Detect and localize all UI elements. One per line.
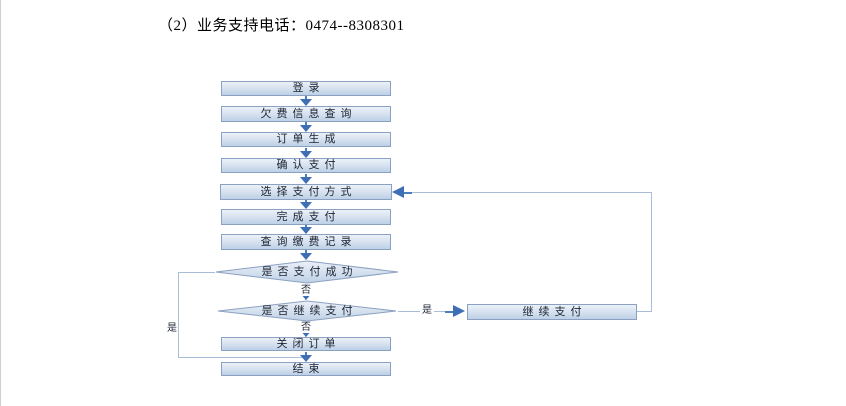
flow-node-confirm-payment: 确认支付	[221, 158, 391, 173]
diamond-shape	[215, 260, 399, 284]
flow-arrow-arrears-to-order	[300, 122, 312, 132]
connector-yes-left-vertical	[178, 272, 179, 358]
edge-label-no-1: 否	[299, 285, 313, 296]
flow-node-continue-payment: 继续支付	[467, 304, 637, 320]
flow-node-order-generation-label: 订单生成	[276, 133, 341, 145]
flow-node-arrears-info-query: 欠费信息查询	[221, 106, 391, 122]
flow-node-close-order: 关闭订单	[221, 337, 391, 351]
edge-label-yes-right: 是	[420, 305, 434, 316]
flow-node-continue-payment-label: 继续支付	[522, 305, 587, 318]
flow-node-continue-payment-decision: 是否继续支付	[216, 300, 398, 322]
flow-arrow-order-to-confirm	[300, 148, 312, 158]
flow-arrow-confirm-to-choose	[300, 174, 312, 184]
flow-node-login: 登录	[221, 81, 391, 96]
flow-arrow-close-to-end	[300, 352, 312, 362]
flow-node-query-payment-records-label: 查询缴费记录	[260, 235, 357, 248]
support-phone-text: （2）业务支持电话：0474--8308301	[158, 18, 405, 34]
flow-node-login-label: 登录	[292, 82, 325, 94]
edge-label-yes-left: 是	[167, 323, 177, 334]
flow-arrow-into-close-order	[300, 330, 312, 337]
connector-yes-left-top	[178, 272, 215, 273]
flow-node-arrears-info-query-label: 欠费信息查询	[260, 107, 357, 120]
flow-arrow-records-to-decision1	[300, 250, 312, 260]
flow-arrow-yes-to-continue-payment	[445, 305, 465, 318]
page-edge-line	[0, 0, 1, 406]
connector-loop-vertical	[651, 192, 652, 312]
flow-node-complete-payment: 完成支付	[221, 209, 391, 225]
edge-label-no-2: 否	[299, 322, 313, 333]
diamond-shape	[217, 300, 397, 322]
flow-node-end-label: 结束	[292, 362, 325, 375]
connector-yes-left-bottom	[178, 357, 304, 358]
flow-node-confirm-payment-label: 确认支付	[276, 159, 341, 171]
flow-node-complete-payment-label: 完成支付	[276, 210, 341, 223]
connector-loop-top	[412, 192, 652, 193]
flow-arrow-complete-to-records	[300, 224, 312, 234]
flow-arrow-into-decision2	[300, 293, 312, 300]
flow-node-query-payment-records: 查询缴费记录	[221, 234, 391, 250]
flow-node-order-generation: 订单生成	[221, 132, 391, 147]
connector-loop-bottom	[637, 311, 652, 312]
flow-node-close-order-label: 关闭订单	[276, 337, 341, 350]
flow-node-choose-payment-method: 选择支付方式	[220, 184, 392, 200]
flow-arrow-choose-to-complete	[300, 199, 312, 209]
flow-node-continue-payment-decision-label: 是否继续支付	[261, 304, 358, 317]
flow-node-payment-success-decision-label: 是否支付成功	[261, 265, 358, 278]
flow-node-choose-payment-method-label: 选择支付方式	[260, 185, 357, 198]
flow-arrow-loop-into-choose	[392, 186, 412, 199]
flow-node-payment-success-decision: 是否支付成功	[214, 260, 400, 284]
flow-arrow-login-to-arrears	[300, 96, 312, 106]
flow-node-end: 结束	[221, 362, 391, 376]
